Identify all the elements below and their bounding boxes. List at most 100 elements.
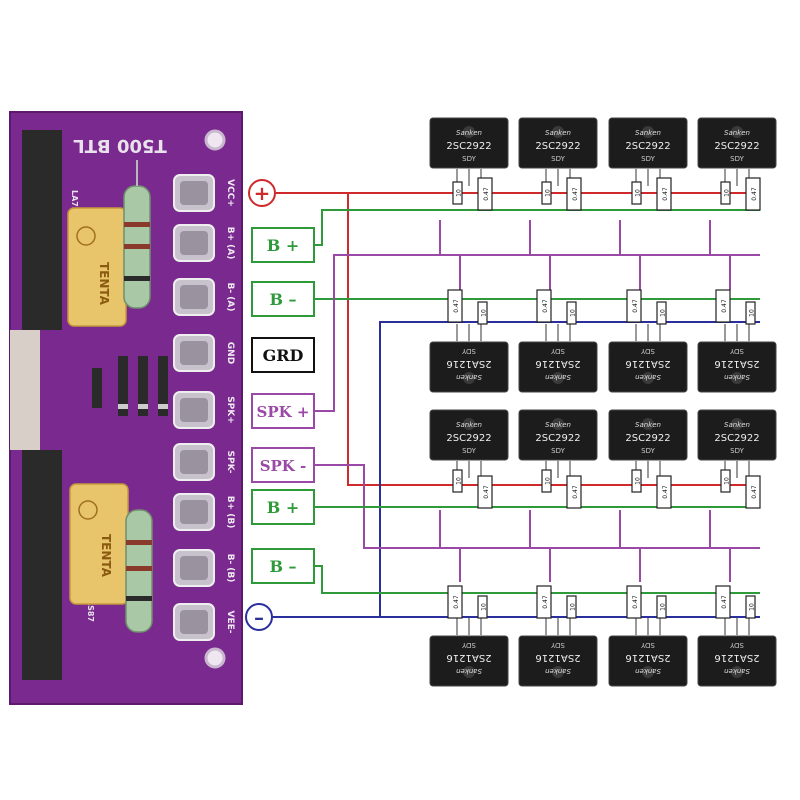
terminal-pads (173, 174, 215, 641)
terminal-pad-inner (180, 500, 208, 524)
base-resistor (566, 595, 577, 619)
base-resistor (477, 595, 488, 619)
base-resistor-label: 10 (749, 603, 756, 611)
mounting-hole (642, 666, 654, 678)
base-resistor (656, 595, 667, 619)
emitter-resistor-label: 0.47 (751, 485, 758, 499)
terminal-pad-inner (180, 341, 208, 365)
transistor-brand: Sanken (456, 421, 482, 429)
transistor-brand: Sanken (724, 129, 750, 137)
emitter-resistor-label: 0.47 (721, 595, 728, 609)
transistor-suffix: SDY (729, 347, 743, 355)
transistor-model: 2SC2922 (714, 141, 759, 152)
transistor-suffix: SDY (462, 447, 476, 455)
transistor-brand: Sanken (635, 129, 661, 137)
mounting-hole (642, 418, 654, 430)
spk-minus-label: SPK - (260, 457, 307, 475)
transistor-brand: Sanken (456, 373, 482, 381)
mounting-hole (642, 372, 654, 384)
pin-label: B- (A) (225, 283, 235, 312)
emitter-resistor (447, 289, 463, 323)
transistor-suffix: SDY (551, 155, 565, 163)
spk-minus-terminal: SPK - (251, 447, 315, 483)
emitter-resistor (536, 585, 552, 619)
transistor-suffix: SDY (461, 347, 475, 355)
base-resistor-label: 10 (545, 477, 552, 485)
transistor-suffix: SDY (641, 155, 655, 163)
vcc-wire-bottom (347, 193, 760, 486)
terminal-pad-inner (180, 231, 208, 255)
terminal-pad-inner (180, 610, 208, 634)
transistor-model: 2SC2922 (535, 141, 580, 152)
transistor-brand: Sanken (545, 129, 571, 137)
b-plus-a-label: B + (267, 236, 300, 255)
capacitor-top: TENTA (67, 207, 127, 327)
mounting-hole (463, 666, 475, 678)
emitter-resistor (745, 177, 761, 211)
wiring (272, 192, 760, 618)
spk-plus-lower-drops (459, 255, 731, 290)
emitter-resistor (566, 177, 582, 211)
emitter-resistor-label: 0.47 (483, 485, 490, 499)
base-resistor-label: 10 (660, 309, 667, 317)
spk-plus-drops (439, 220, 711, 255)
pin-label: B+ (B) (225, 496, 235, 529)
terminal-labels: + B + B – GRD SPK + SPK - B + B – (245, 179, 315, 631)
board-title: T500 BTL (73, 135, 167, 156)
mounting-hole (642, 126, 654, 138)
transistor-suffix: SDY (551, 447, 565, 455)
base-resistor-label: 10 (545, 189, 552, 197)
emitter-resistor-label: 0.47 (721, 299, 728, 313)
spk-plus-label: SPK + (257, 403, 310, 421)
terminal-pad-inner (180, 398, 208, 422)
transistor-suffix: SDY (641, 447, 655, 455)
transistor-model: 2SA1216 (446, 652, 491, 663)
emitter-resistor-label: 0.47 (453, 299, 460, 313)
pin-label: SPK- (225, 450, 235, 473)
transistor-brand: Sanken (545, 667, 571, 675)
vcc-symbol: + (254, 181, 271, 205)
b-plus-b-label: B + (267, 498, 300, 517)
transistor-brand: Sanken (724, 373, 750, 381)
transistor-suffix: SDY (462, 155, 476, 163)
transistor-model: 2SC2922 (625, 141, 670, 152)
mounting-hole (552, 666, 564, 678)
pin-label: GND (225, 342, 235, 364)
transistor-model: 2SC2922 (625, 433, 670, 444)
base-resistor-label: 10 (749, 309, 756, 317)
board-side-text-top: LA735 (70, 190, 79, 218)
transistor-model: 2SA1216 (714, 358, 759, 369)
emitter-resistor (715, 585, 731, 619)
terminal-pad-inner (180, 556, 208, 580)
pin-label: VCC+ (225, 179, 235, 207)
transistor-suffix: SDY (729, 641, 743, 649)
transistor-model: 2SA1216 (446, 358, 491, 369)
base-resistor-label: 10 (724, 477, 731, 485)
b-plus-a-terminal: B + (251, 227, 315, 263)
transistor-brand: Sanken (545, 421, 571, 429)
base-resistor-label: 10 (570, 309, 577, 317)
base-resistor-label: 10 (570, 603, 577, 611)
emitter-resistor (477, 177, 493, 211)
mounting-hole (552, 126, 564, 138)
vee-symbol: – (254, 605, 264, 629)
transistor-brand: Sanken (635, 421, 661, 429)
power-resistor-top (123, 160, 151, 309)
pnp-transistor: Sanken 2SA1216 SDY (429, 324, 509, 393)
mounting-hole (552, 372, 564, 384)
spk-minus-lower-drops (459, 548, 731, 582)
spk-plus-terminal: SPK + (251, 393, 315, 429)
pin-label: VEE- (225, 611, 235, 634)
emitter-resistor (626, 289, 642, 323)
base-resistor (720, 469, 731, 493)
emitter-resistor (715, 289, 731, 323)
